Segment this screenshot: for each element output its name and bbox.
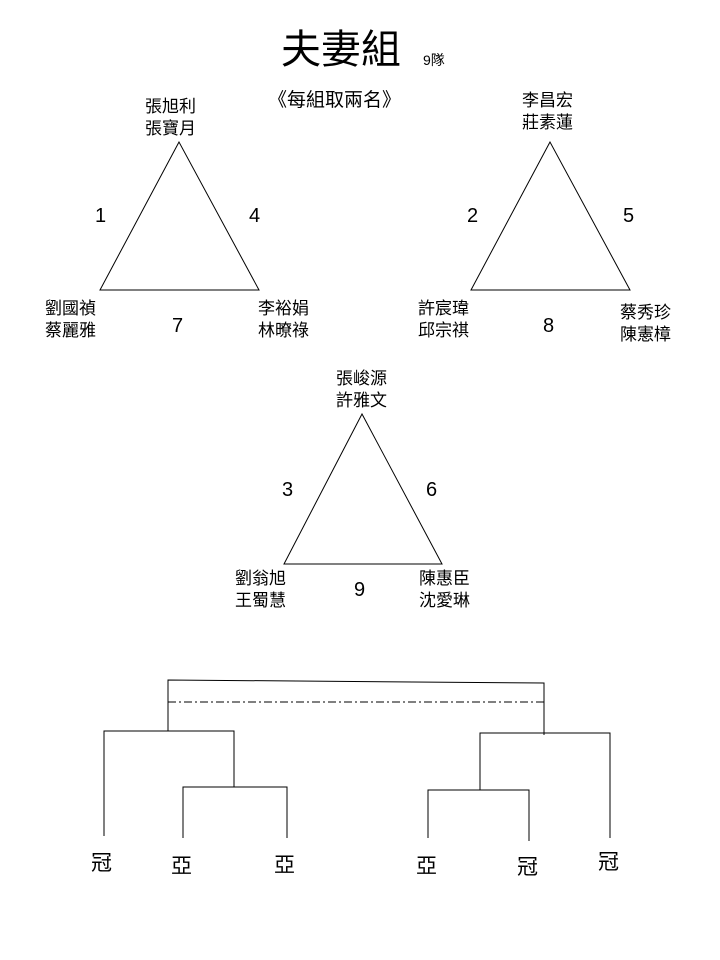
player-name: 張峻源 (336, 369, 387, 389)
right-semi-bracket (479, 732, 611, 838)
final-bracket (167, 679, 545, 735)
group-3-match-bottom: 9 (354, 579, 366, 601)
group-3-top-pair: 張峻源 許雅文 (336, 368, 387, 412)
group-2-match-left: 2 (467, 205, 479, 227)
bracket-lines (103, 679, 611, 841)
team-count: 9隊 (423, 52, 445, 68)
bracket-slot-2: 亞 (171, 854, 192, 878)
player-name: 劉翁旭 (235, 569, 286, 589)
player-name: 陳憲樟 (620, 325, 671, 345)
group-2-left-pair: 許宸瑋 邱宗祺 (418, 298, 469, 342)
bracket-slot-4: 亞 (416, 854, 437, 878)
player-name: 許宸瑋 (418, 299, 469, 319)
player-name: 林暸祿 (258, 321, 309, 341)
group-3-triangle (283, 412, 443, 565)
group-1-match-left: 1 (95, 205, 107, 227)
group-2-match-right: 5 (623, 205, 635, 227)
right-quarter-bracket (427, 789, 530, 841)
group-3-right-pair: 陳惠臣 沈愛琳 (419, 568, 470, 612)
player-name: 許雅文 (336, 391, 387, 411)
group-1-right-pair: 李裕娟 林暸祿 (258, 298, 309, 342)
bracket-slot-5: 冠 (517, 855, 538, 879)
group-1-triangle (99, 140, 260, 291)
group-1-left-pair: 劉國禎 蔡麗雅 (45, 298, 96, 342)
player-name: 張寶月 (145, 119, 196, 139)
group-2-top-pair: 李昌宏 莊素蓮 (522, 90, 573, 134)
group-3-left-pair: 劉翁旭 王蜀慧 (235, 568, 286, 612)
group-3-match-right: 6 (426, 479, 438, 501)
group-2-match-bottom: 8 (543, 315, 555, 337)
page-title: 夫妻組 (281, 27, 401, 73)
player-name: 王蜀慧 (235, 591, 286, 611)
group-3-match-left: 3 (282, 479, 294, 501)
left-semi-bracket (103, 730, 235, 836)
left-quarter-bracket (182, 786, 288, 838)
player-name: 莊素蓮 (522, 113, 573, 133)
player-name: 沈愛琳 (419, 591, 470, 611)
player-name: 蔡麗雅 (45, 321, 96, 341)
player-name: 劉國禎 (45, 299, 96, 319)
player-name: 蔡秀珍 (620, 303, 671, 323)
player-name: 李昌宏 (522, 91, 573, 111)
qualify-rule: 《每組取兩名》 (268, 89, 402, 111)
bracket-slot-1: 冠 (91, 851, 112, 875)
player-name: 張旭利 (145, 97, 196, 117)
group-1-match-bottom: 7 (172, 315, 184, 337)
bracket-slot-6: 冠 (598, 850, 619, 874)
group-1-match-right: 4 (249, 205, 261, 227)
group-2-triangle (470, 140, 631, 291)
player-name: 邱宗祺 (418, 321, 469, 341)
group-2-right-pair: 蔡秀珍 陳憲樟 (620, 302, 671, 346)
player-name: 陳惠臣 (419, 569, 470, 589)
bracket-slot-3: 亞 (274, 853, 295, 877)
player-name: 李裕娟 (258, 299, 309, 319)
group-1-top-pair: 張旭利 張寶月 (145, 96, 196, 140)
